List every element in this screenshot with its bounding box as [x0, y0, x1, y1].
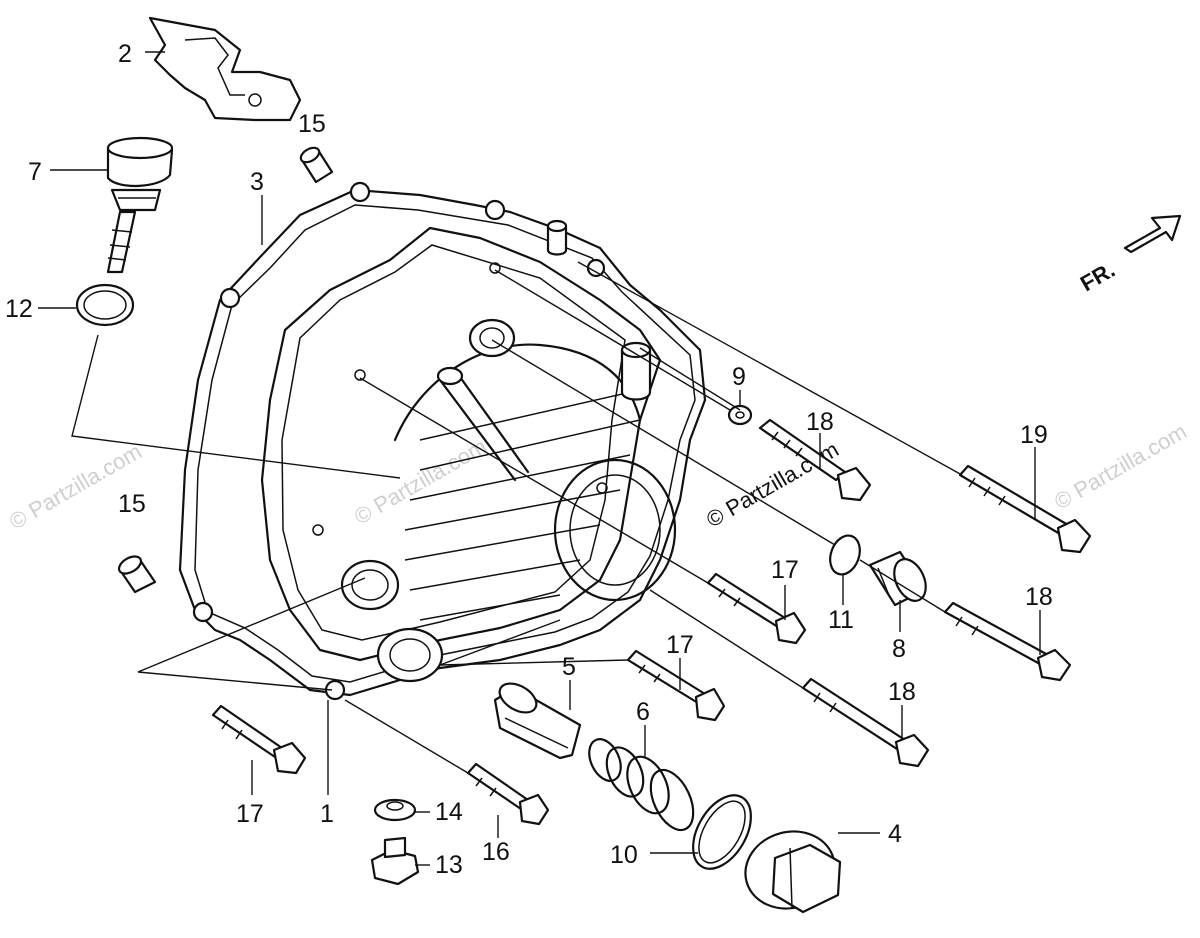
watermark-mid: © Partzilla.com	[350, 434, 491, 530]
callout-14: 14	[435, 798, 463, 826]
callout-18-mid: 18	[1025, 583, 1053, 611]
oil-filler-cap	[106, 136, 174, 274]
leader-lines	[38, 51, 1041, 866]
washer-9	[727, 404, 753, 426]
callout-8: 8	[892, 635, 906, 663]
callout-7: 7	[28, 158, 42, 186]
o-ring-12	[75, 283, 135, 327]
callout-15-lower: 15	[118, 490, 146, 518]
oil-strainer-5	[493, 682, 582, 760]
o-ring-10	[692, 794, 752, 870]
front-direction-arrow: FR.	[1076, 214, 1182, 296]
washer-14	[373, 798, 417, 822]
spring-6	[588, 738, 695, 832]
callout-10: 10	[610, 841, 638, 869]
bracket-part	[148, 16, 302, 122]
callout-4: 4	[888, 820, 902, 848]
dowel-pin-upper	[299, 146, 334, 184]
watermark-right: © Partzilla.com	[1050, 419, 1191, 515]
watermark-left: © Partzilla.com	[5, 439, 146, 535]
drain-plug-4	[744, 830, 842, 914]
callout-12: 12	[5, 295, 33, 323]
callout-15-upper: 15	[298, 110, 326, 138]
callout-labels: 2 15 7 3 12 15 17 1 14 13 16 5 6 10 4 9 …	[5, 40, 1053, 879]
bolt-17-lower-mid	[626, 649, 726, 722]
callout-2: 2	[118, 40, 132, 68]
callout-18-lower: 18	[888, 678, 916, 706]
callout-17-left: 17	[236, 800, 264, 828]
o-ring-11	[829, 534, 861, 576]
bolt-16	[466, 762, 550, 826]
front-label: FR.	[1076, 257, 1119, 296]
callout-6: 6	[636, 698, 650, 726]
callout-13: 13	[435, 851, 463, 879]
crankcase-cover	[178, 181, 707, 701]
callout-1: 1	[320, 800, 334, 828]
bolt-18-lower	[801, 677, 930, 768]
bolt-19	[958, 464, 1092, 554]
callout-17-mid: 17	[771, 556, 799, 584]
bolt-13	[370, 836, 420, 886]
callout-17-lower: 17	[666, 631, 694, 659]
dowel-pin-lower	[117, 555, 157, 594]
callout-18-upper: 18	[806, 408, 834, 436]
callout-11: 11	[828, 606, 854, 634]
bolt-17-lower-left	[211, 704, 307, 775]
bolt-18-upper	[758, 418, 872, 502]
watermark-center: © Partzilla.com	[702, 437, 843, 533]
bolt-17-mid	[706, 572, 807, 645]
callout-9: 9	[732, 363, 746, 391]
callout-16: 16	[482, 838, 510, 866]
callout-3: 3	[250, 168, 264, 196]
bolt-18-mid	[943, 601, 1072, 682]
callout-19: 19	[1020, 421, 1048, 449]
callout-5: 5	[562, 653, 576, 681]
